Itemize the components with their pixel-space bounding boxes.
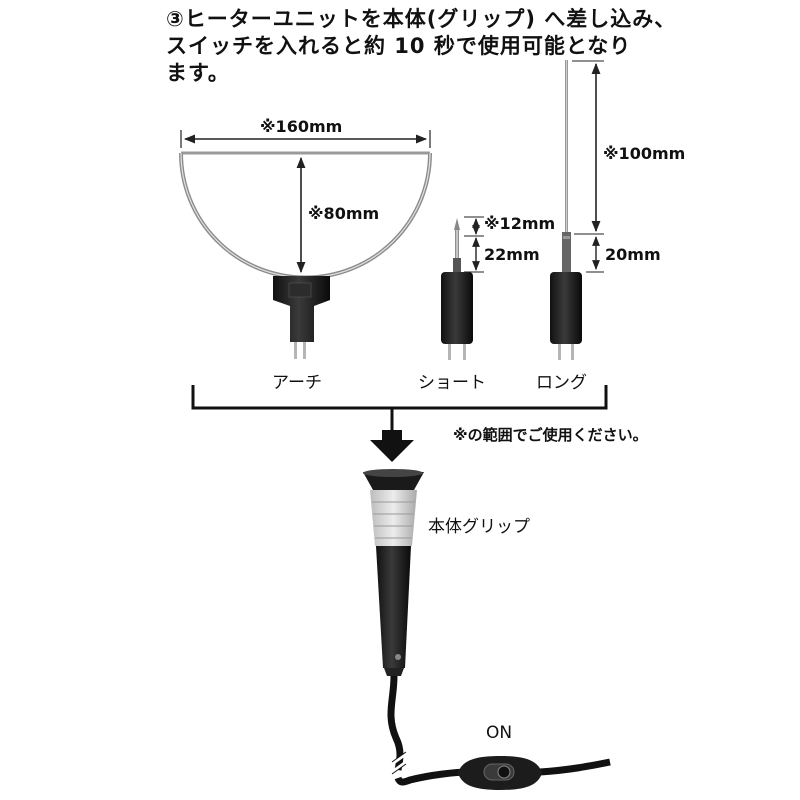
instruction-heading: ③ヒーターユニットを本体(グリップ) へ差し込み、 スイッチを入れると約 10 … [166,6,686,87]
long-dimensions [572,60,604,273]
arch-caption: アーチ [272,373,322,393]
down-arrow [370,430,414,462]
arch-heater-unit [179,151,432,359]
inline-switch[interactable] [458,756,542,790]
arch-width-label: ※160mm [260,117,343,136]
instruction-line-2: スイッチを入れると約 10 秒で使用可能となり [166,34,632,58]
selection-bracket [191,385,608,430]
short-tip-label: ※12mm [484,214,556,233]
long-base-label: 20mm [605,245,661,264]
arch-height-label: ※80mm [308,204,380,223]
usage-note: ※の範囲でご使用ください。 [453,426,648,444]
short-heater-unit [441,218,473,360]
power-cord [387,675,611,786]
main-grip [363,469,424,676]
short-dimensions [464,216,484,273]
short-body-label: 22mm [484,245,540,264]
short-caption: ショート [418,373,486,393]
switch-on-label: ON [486,723,513,743]
instruction-line-3: ます。 [166,61,230,85]
instruction-line-1: ③ヒーターユニットを本体(グリップ) へ差し込み、 [166,7,677,31]
long-rod-label: ※100mm [603,144,686,163]
arch-width-dimension [180,130,431,148]
long-caption: ロング [536,373,587,393]
grip-label: 本体グリップ [428,517,530,537]
long-heater-unit [550,60,582,360]
